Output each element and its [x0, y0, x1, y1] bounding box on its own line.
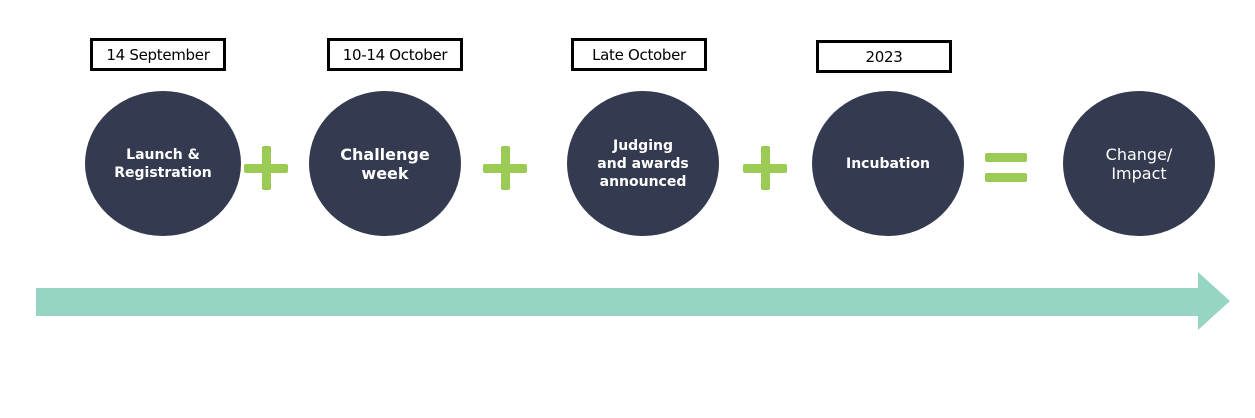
date-box-incubation: 2023: [816, 40, 952, 73]
stage-launch-registration: Launch & Registration: [85, 91, 241, 236]
timeline-arrow-icon: [36, 272, 1230, 330]
equals-icon: [985, 153, 1027, 182]
stage-change-impact: Change/ Impact: [1063, 91, 1215, 236]
date-label: Late October: [592, 45, 686, 64]
plus-icon: [244, 146, 288, 190]
plus-icon: [483, 146, 527, 190]
date-box-launch: 14 September: [90, 38, 226, 71]
stage-incubation: Incubation: [812, 91, 964, 236]
stage-judging-awards: Judging and awards announced: [567, 91, 719, 236]
date-box-challenge: 10-14 October: [327, 38, 463, 71]
date-label: 2023: [865, 47, 903, 66]
plus-icon: [743, 146, 787, 190]
date-label: 10-14 October: [342, 45, 448, 64]
date-label: 14 September: [106, 45, 210, 64]
date-box-judging: Late October: [571, 38, 707, 71]
stage-challenge-week: Challenge week: [309, 91, 461, 236]
